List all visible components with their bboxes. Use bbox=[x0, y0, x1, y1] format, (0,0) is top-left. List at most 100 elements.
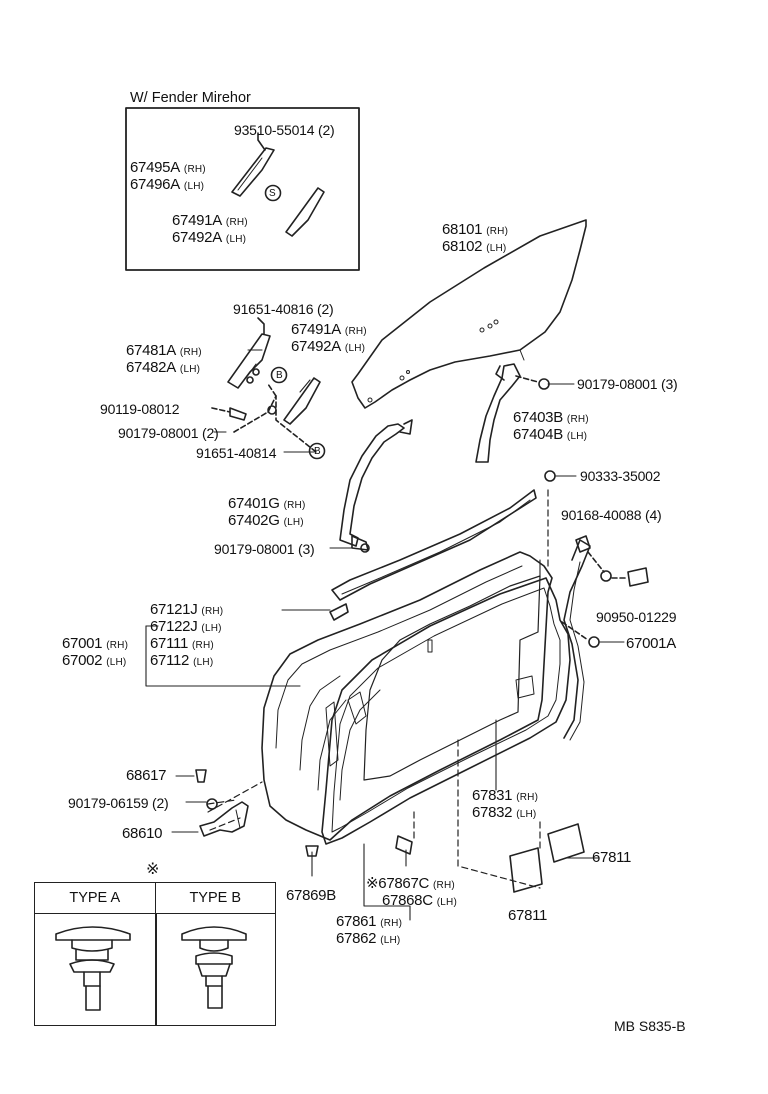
side-rh: (RH) bbox=[183, 164, 206, 175]
label-67495a: 67495A(RH) 67496A(LH) bbox=[130, 160, 206, 194]
part-number: 68102 bbox=[442, 238, 483, 255]
label-67401g: 67401G(RH) 67402G(LH) bbox=[228, 496, 306, 530]
pad-67811-left bbox=[509, 847, 543, 893]
label-67403b: 67403B(RH) 67404B(LH) bbox=[513, 410, 589, 444]
mirror-cover-b bbox=[283, 377, 321, 425]
part-number: ※67867C bbox=[366, 876, 429, 891]
side-lh: (LH) bbox=[283, 517, 304, 528]
part-number: 68101 bbox=[442, 221, 483, 238]
side-rh: (RH) bbox=[344, 326, 367, 337]
label-67001: 67001(RH) 67002(LH) bbox=[62, 636, 128, 670]
side-rh: (RH) bbox=[433, 880, 455, 891]
label-67001a: 67001A bbox=[626, 635, 676, 652]
part-number: 67111 bbox=[150, 635, 188, 652]
inset-s-mark-label: S bbox=[269, 188, 276, 199]
b-mark-label-lower: B bbox=[314, 446, 321, 457]
label-91651-40816: 91651-40816 (2) bbox=[233, 301, 334, 317]
part-number: 67491A bbox=[172, 212, 222, 229]
label-67869b: 67869B bbox=[286, 887, 336, 904]
side-seal bbox=[563, 539, 591, 739]
label-67491a: 67491A(RH) 67492A(LH) bbox=[291, 322, 367, 356]
legend-asterisk: ※ bbox=[146, 861, 160, 878]
side-lh: (LH) bbox=[225, 234, 247, 245]
label-67481a: 67481A(RH) 67482A(LH) bbox=[126, 343, 202, 377]
inset-frame bbox=[125, 107, 360, 271]
clip-type-a-drawing bbox=[55, 926, 131, 1011]
label-93510-55014: 93510-55014 (2) bbox=[234, 122, 335, 138]
side-rh: (RH) bbox=[516, 792, 539, 803]
part-number: 67121J bbox=[150, 601, 198, 618]
side-rh: (RH) bbox=[380, 918, 403, 929]
side-lh: (LH) bbox=[516, 809, 537, 820]
side-lh: (LH) bbox=[179, 364, 201, 375]
label-90179-08001-3-bottom: 90179-08001 (3) bbox=[214, 541, 315, 557]
label-90179-08001-3-top: 90179-08001 (3) bbox=[577, 376, 678, 392]
side-lh: (LH) bbox=[486, 243, 507, 254]
part-number: 67861 bbox=[336, 913, 377, 930]
drawing-code: MB S835-B bbox=[614, 1018, 686, 1034]
b-mark-lower bbox=[308, 442, 326, 460]
label-67121j: 67121J(RH) 67122J(LH) bbox=[150, 602, 223, 636]
part-number: 67496A bbox=[130, 176, 180, 193]
side-rh: (RH) bbox=[283, 500, 306, 511]
sash-frame bbox=[339, 423, 405, 547]
side-rh: (RH) bbox=[106, 640, 129, 651]
legend-divider bbox=[155, 913, 157, 1025]
side-rh: (RH) bbox=[179, 347, 202, 358]
side-lh: (LH) bbox=[193, 657, 214, 668]
part-number: 67001 bbox=[62, 635, 103, 652]
inset-s-mark bbox=[264, 184, 282, 202]
label-91651-40814: 91651-40814 bbox=[196, 445, 277, 461]
b-mark-label-upper: B bbox=[276, 370, 283, 381]
part-number: 67481A bbox=[126, 342, 176, 359]
door-inner-panel bbox=[363, 575, 541, 781]
part-number: 67112 bbox=[150, 652, 190, 669]
part-number: 67495A bbox=[130, 159, 180, 176]
label-67491a-inset: 67491A(RH) 67492A(LH) bbox=[172, 213, 248, 247]
part-number-text: 67867C bbox=[378, 875, 430, 892]
bolt-68617 bbox=[195, 769, 207, 783]
side-lh: (LH) bbox=[380, 935, 401, 946]
label-68617: 68617 bbox=[126, 767, 167, 784]
part-number: 67862 bbox=[336, 930, 377, 947]
label-90168-40088: 90168-40088 (4) bbox=[561, 507, 662, 523]
pad-67811-right bbox=[547, 823, 585, 863]
label-68610: 68610 bbox=[122, 825, 163, 842]
inset-cover-lower bbox=[285, 187, 325, 237]
part-number: 67832 bbox=[472, 804, 513, 821]
part-number: 67401G bbox=[228, 495, 280, 512]
label-67861: 67861(RH) 67862(LH) bbox=[336, 914, 402, 948]
part-number: 67831 bbox=[472, 787, 513, 804]
b-mark-upper bbox=[270, 366, 288, 384]
label-67867c: ※67867C(RH) 67868C(LH) bbox=[366, 876, 457, 910]
clip-67867c bbox=[395, 835, 413, 855]
legend-header: TYPE A TYPE B bbox=[35, 883, 275, 914]
side-rh: (RH) bbox=[486, 226, 509, 237]
side-rh: (RH) bbox=[201, 606, 224, 617]
inset-cover-upper bbox=[231, 147, 275, 197]
side-lh: (LH) bbox=[106, 657, 127, 668]
label-67111: 67111 (RH) 67112(LH) bbox=[150, 636, 214, 670]
type-b-heading: TYPE B bbox=[189, 890, 242, 906]
part-number: 67122J bbox=[150, 618, 198, 635]
hinge-68610 bbox=[199, 801, 249, 837]
door-shell bbox=[261, 551, 553, 841]
mirror-cover-a bbox=[227, 333, 271, 389]
type-a-heading: TYPE A bbox=[35, 883, 156, 913]
label-68101: 68101(RH) 68102(LH) bbox=[442, 222, 508, 256]
side-lh: (LH) bbox=[183, 181, 205, 192]
side-lh: (LH) bbox=[566, 431, 588, 442]
belt-molding bbox=[331, 489, 537, 601]
side-rh: (RH) bbox=[192, 640, 214, 651]
side-lh: (LH) bbox=[201, 623, 222, 634]
label-67811-right: 67811 bbox=[592, 849, 632, 866]
part-number: 67402G bbox=[228, 512, 280, 529]
part-number: 67491A bbox=[291, 321, 341, 338]
label-90179-08001-2: 90179-08001 (2) bbox=[118, 425, 219, 441]
side-lh: (LH) bbox=[436, 897, 457, 908]
clip-type-legend: TYPE A TYPE B bbox=[34, 882, 276, 1026]
part-number: 67492A bbox=[291, 338, 341, 355]
part-number: 67404B bbox=[513, 426, 563, 443]
label-90333-35002: 90333-35002 bbox=[580, 468, 661, 484]
clip-67869b bbox=[305, 845, 319, 857]
